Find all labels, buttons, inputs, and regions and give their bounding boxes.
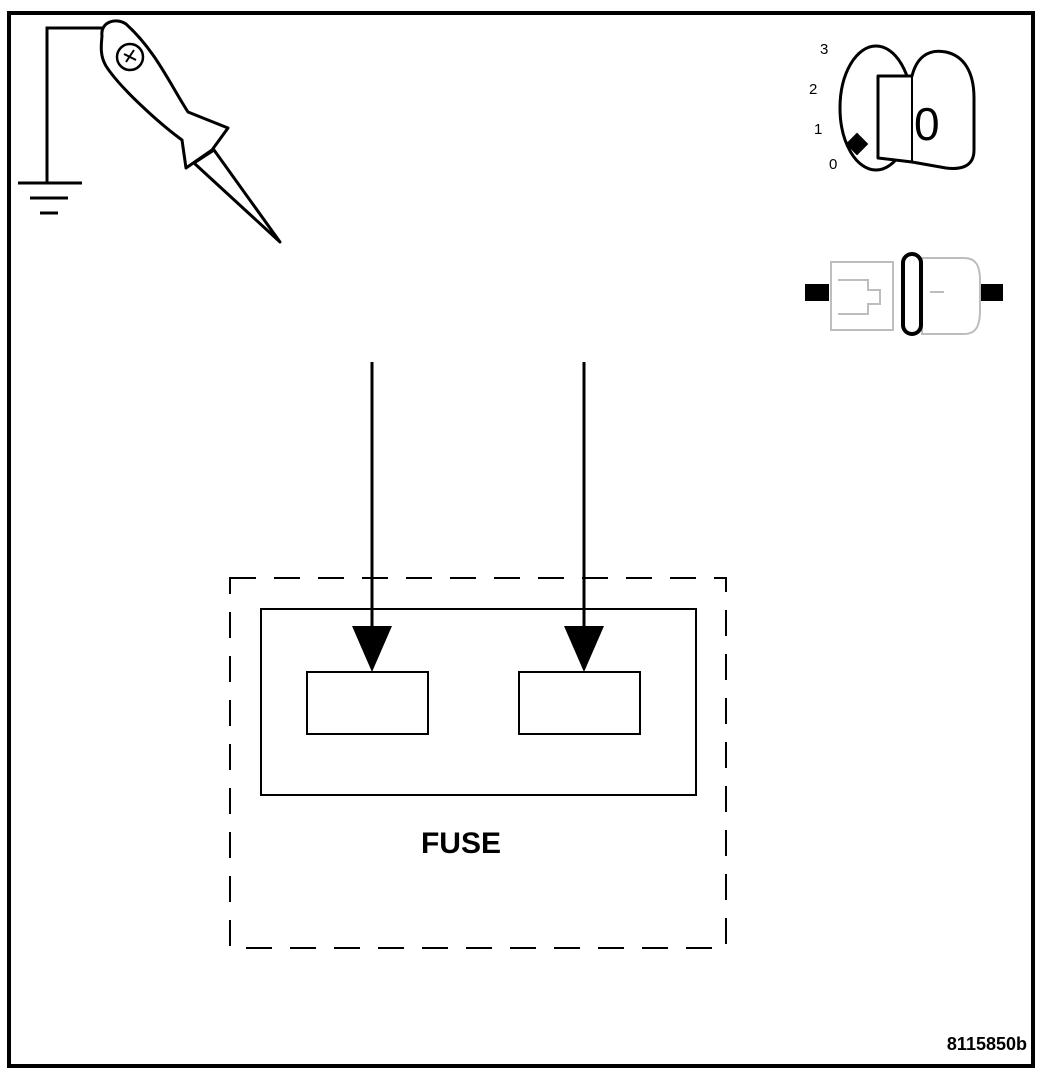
arrow-down-icon <box>352 362 392 672</box>
arrow-down-icon <box>564 362 604 672</box>
ignition-position-0: 0 <box>829 156 837 173</box>
ignition-position-3: 3 <box>820 41 828 58</box>
fuse-label: FUSE <box>421 827 501 860</box>
fuse-box-dashed-outline <box>229 577 727 949</box>
disconnected-connector-icon <box>805 252 1003 336</box>
fuse-terminal-right <box>518 671 641 735</box>
fuse-body <box>260 608 697 796</box>
figure-id: 8115850b <box>947 1034 1027 1054</box>
fuse-terminal-left <box>306 671 429 735</box>
ground-symbol-icon <box>18 26 108 215</box>
ignition-position-1: 1 <box>814 121 822 138</box>
key-letter: 0 <box>914 98 940 150</box>
ignition-key-icon: 3 2 1 0 0 <box>809 41 976 173</box>
diagram-frame <box>7 11 1035 1068</box>
ignition-position-2: 2 <box>809 81 817 98</box>
test-probe-icon <box>99 19 282 244</box>
